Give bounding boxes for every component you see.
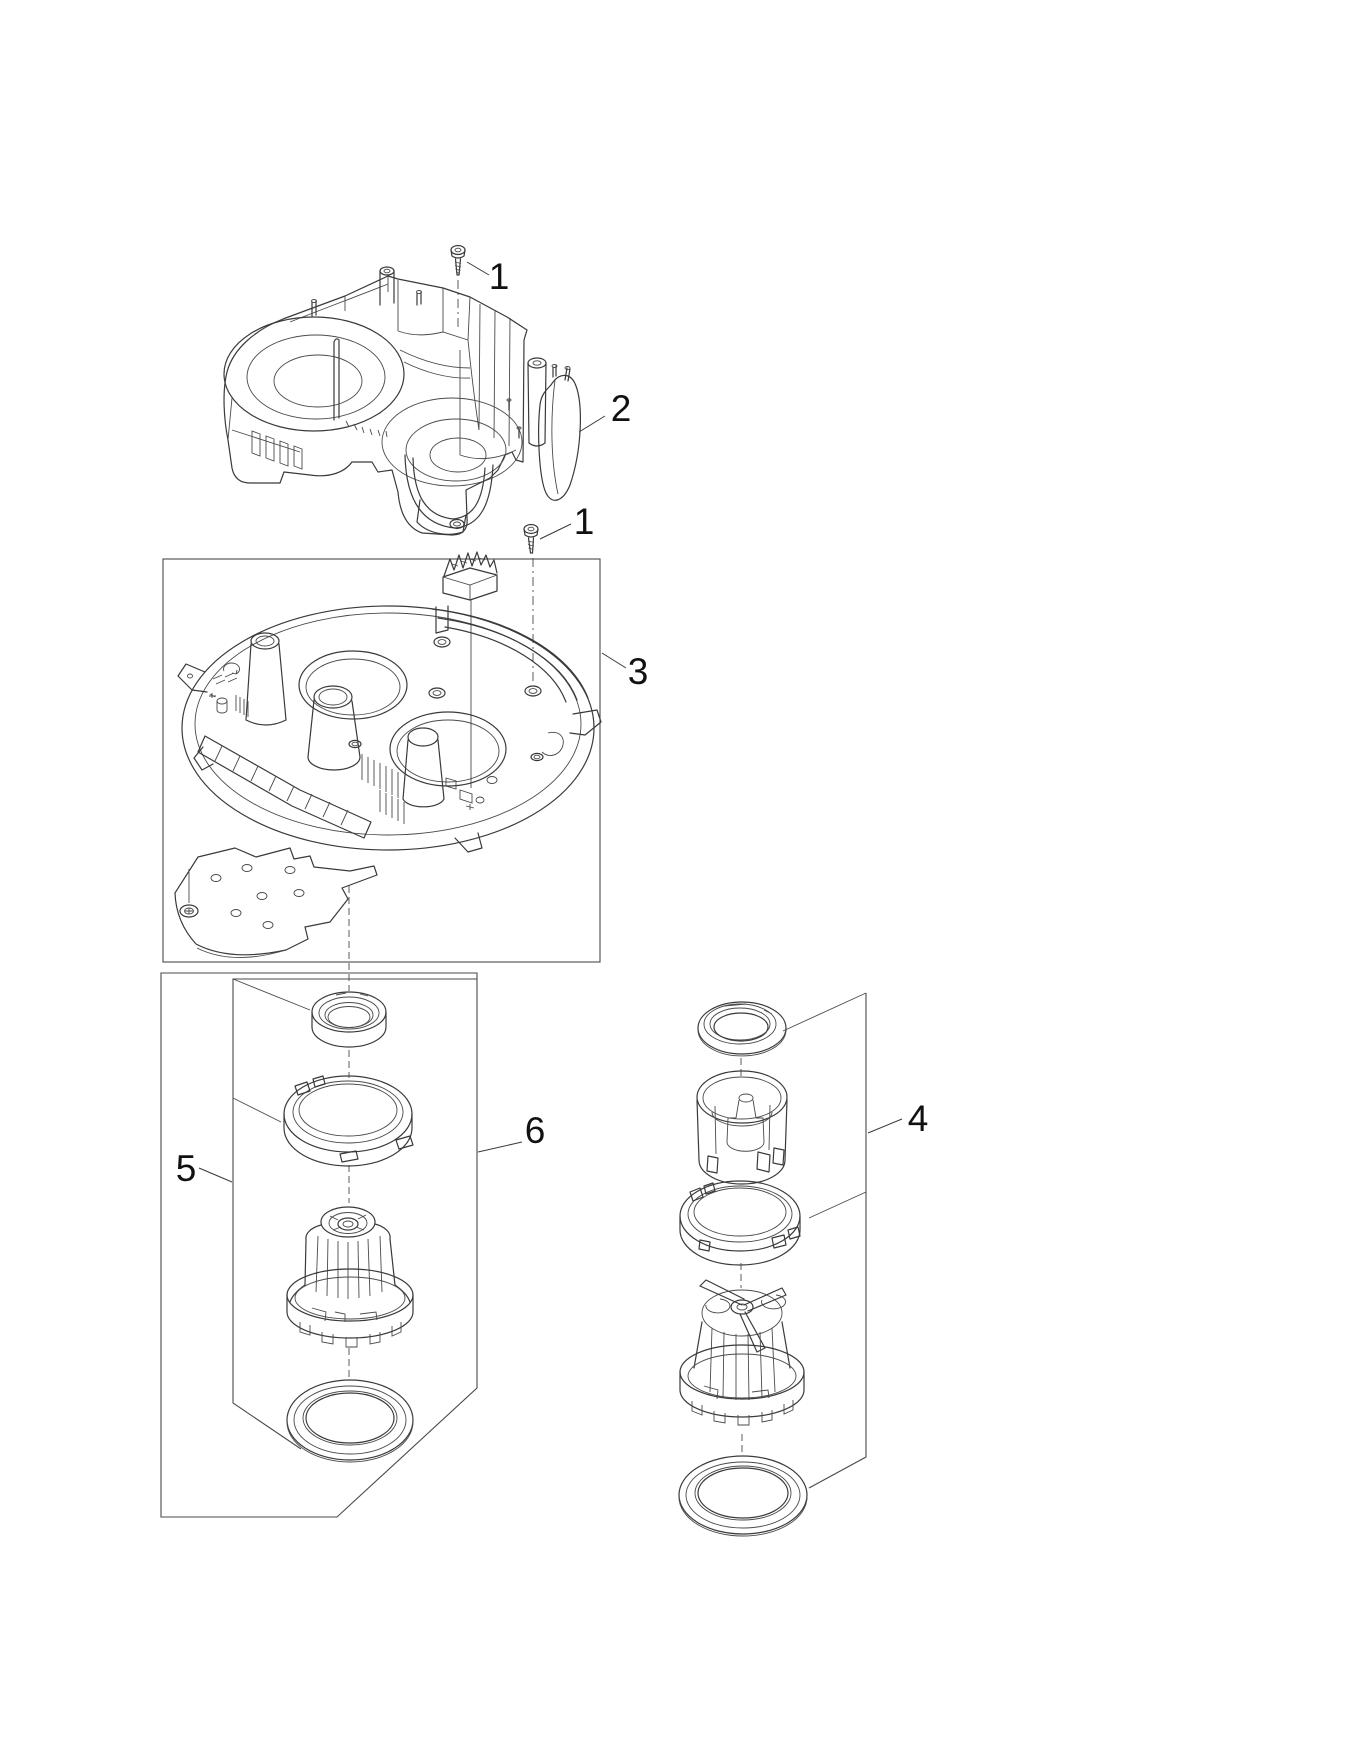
right-motor-group — [678, 992, 867, 1537]
base-plate-screw-drawing — [179, 869, 199, 918]
callout-screw-top: 1 — [489, 256, 510, 297]
molded-marking-icon — [209, 662, 240, 714]
suction-motor-right-drawing — [679, 1279, 805, 1426]
base-plate-drawing — [174, 847, 378, 958]
parts-box-6 — [160, 972, 478, 1518]
parts-box-3 — [162, 558, 601, 963]
callout-annotations: 1 2 1 3 4 5 6 — [176, 256, 929, 1189]
float-cage-drawing — [696, 1070, 788, 1185]
callout-screw-middle: 1 — [574, 501, 595, 542]
tapping-screw-top-drawing — [450, 244, 466, 329]
motor-gasket-left-drawing — [286, 1379, 414, 1463]
suction-motor-left-drawing — [286, 1206, 414, 1348]
leader-outer-box — [477, 1141, 523, 1153]
leader-screw-middle — [539, 523, 572, 540]
callout-outer-box: 6 — [525, 1110, 546, 1151]
callout-flap: 2 — [611, 388, 632, 429]
kit4-bracket-line — [808, 993, 867, 1489]
seal-ring-small-left-drawing — [311, 991, 387, 1048]
upper-housing-drawing — [223, 266, 547, 536]
exhaust-flap-drawing — [538, 364, 581, 501]
leader-screw-top — [466, 261, 490, 276]
leader-inner-box — [198, 1167, 233, 1183]
deck-screw-bosses — [348, 636, 544, 762]
motor-gasket-right-drawing — [678, 1455, 808, 1537]
left-motor-group — [160, 972, 478, 1518]
kit4-leader-lines — [782, 992, 867, 1219]
callout-kit-right: 4 — [908, 1098, 929, 1139]
leader-kit-right — [867, 1118, 903, 1134]
leader-flap — [578, 415, 606, 433]
motor-deck-box-group — [162, 551, 602, 991]
callout-deck-box: 3 — [628, 651, 649, 692]
box5-leader-lines — [232, 978, 311, 1123]
retainer-ring-right-drawing — [679, 1180, 801, 1266]
motor-deck-drawing — [177, 605, 602, 853]
leader-deck-box — [601, 652, 627, 669]
callout-inner-box: 5 — [176, 1148, 197, 1189]
retainer-ring-left-drawing — [283, 1075, 414, 1167]
parts-box-5 — [232, 978, 477, 1450]
seal-ring-right-drawing — [697, 1001, 787, 1057]
tapping-screw-middle-drawing — [523, 523, 539, 684]
deck-clip-cluster — [445, 776, 498, 810]
terminal-block-drawing — [442, 551, 498, 788]
right-group-centerline — [740, 1058, 743, 1454]
upper-housing-assembly — [223, 244, 581, 684]
